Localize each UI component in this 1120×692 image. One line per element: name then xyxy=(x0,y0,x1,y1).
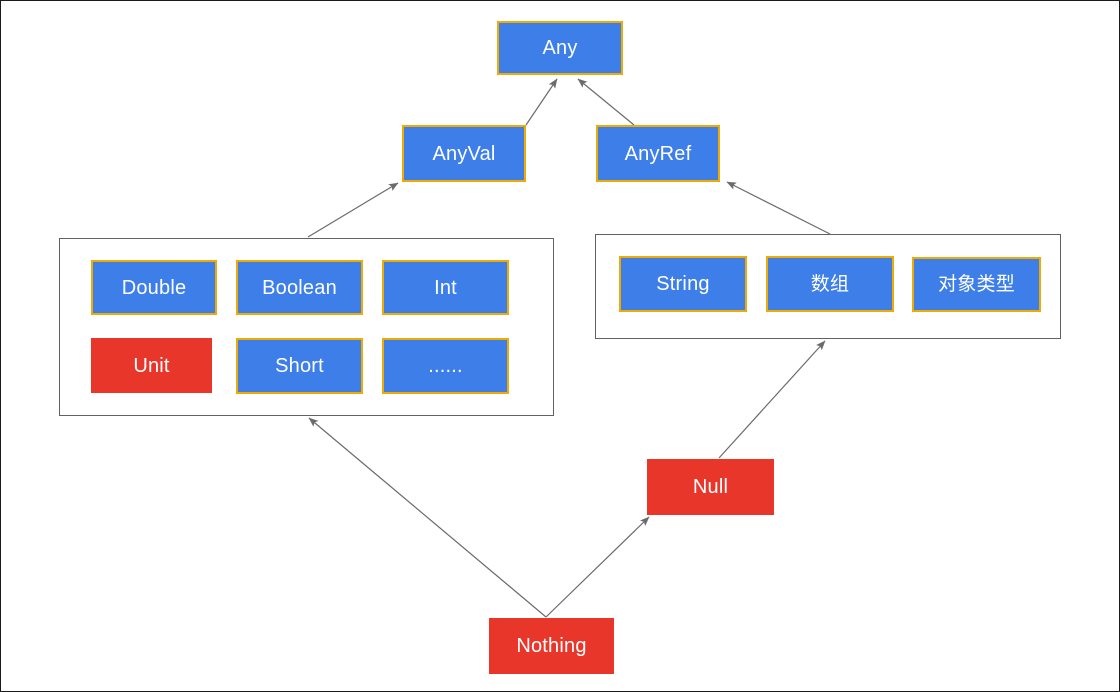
edge-anyref-group-to-anyref xyxy=(726,181,831,235)
node-object-type[interactable]: 对象类型 xyxy=(912,257,1041,312)
node-int[interactable]: Int xyxy=(382,260,509,315)
node-unit[interactable]: Unit xyxy=(91,338,212,393)
edge-null-to-anyref-group xyxy=(718,340,826,459)
node-anyval[interactable]: AnyVal xyxy=(402,125,526,182)
anyval-subtypes-group xyxy=(59,238,554,416)
node-boolean[interactable]: Boolean xyxy=(236,260,363,315)
node-double[interactable]: Double xyxy=(91,260,217,315)
edge-anyval-group-to-anyval xyxy=(307,182,399,238)
node-any[interactable]: Any xyxy=(497,21,623,75)
node-ellipsis[interactable]: ...... xyxy=(382,338,509,394)
edge-nothing-to-null xyxy=(545,516,650,618)
edge-nothing-to-anyval-group xyxy=(308,417,547,618)
edge-anyval-to-any xyxy=(525,78,558,126)
node-anyref[interactable]: AnyRef xyxy=(596,125,720,182)
node-array[interactable]: 数组 xyxy=(766,256,894,312)
node-short[interactable]: Short xyxy=(236,338,363,394)
node-null[interactable]: Null xyxy=(647,459,774,515)
edge-anyref-to-any xyxy=(577,78,635,126)
node-nothing[interactable]: Nothing xyxy=(489,618,614,674)
node-string[interactable]: String xyxy=(619,256,747,312)
